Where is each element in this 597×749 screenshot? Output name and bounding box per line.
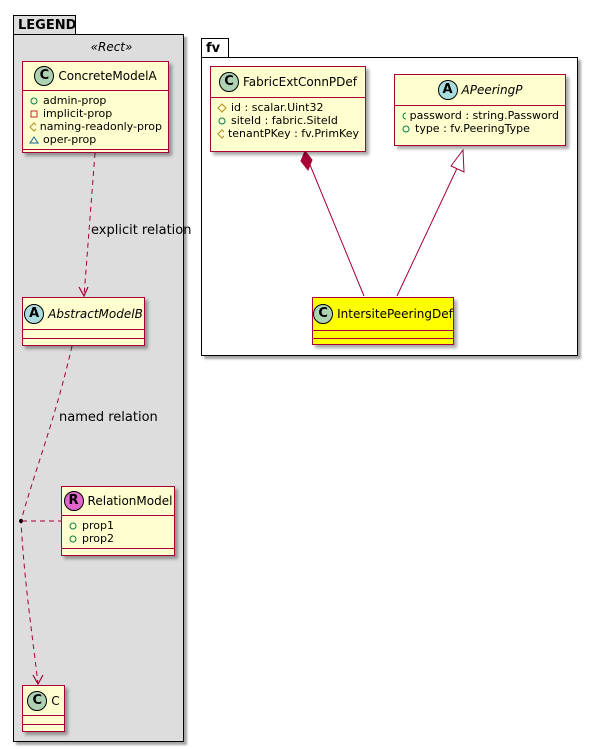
concrete-model-a-class[interactable]: C ConcreteModelA admin-prop implicit-pro… <box>22 61 169 153</box>
class-name: IntersitePeeringDef <box>337 307 453 321</box>
attribute-row: type : fv.PeeringType <box>401 122 559 135</box>
fv-package-tab: fv <box>201 38 229 58</box>
class-c[interactable]: C C <box>22 685 65 732</box>
class-name: APeeringP <box>461 83 523 97</box>
attribute-text: siteId : fabric.SiteId <box>231 114 338 127</box>
legend-package-tab: LEGEND <box>13 15 76 35</box>
class-icon: C <box>218 72 239 92</box>
composition-edge <box>307 159 365 297</box>
association-point <box>19 519 23 523</box>
intersite-peering-def-class[interactable]: C IntersitePeeringDef <box>312 297 454 345</box>
attribute-text: prop2 <box>82 532 114 545</box>
attribute-row: password : string.Password <box>401 109 559 122</box>
explicit-relation-arrowhead <box>78 286 89 298</box>
class-icon: C <box>27 690 48 711</box>
attribute-row: implicit-prop <box>29 107 162 120</box>
attribute-row: admin-prop <box>29 94 162 107</box>
attribute-text: tenantPKey : fv.PrimKey <box>227 127 359 140</box>
public-visibility-icon <box>30 97 38 104</box>
attribute-list: password : string.Password type : fv.Pee… <box>395 105 565 138</box>
explicit-relation-edge <box>83 152 96 297</box>
apeering-p-class[interactable]: A APeeringP password : string.Password t… <box>394 74 566 146</box>
attribute-row: id : scalar.Uint32 <box>217 101 359 114</box>
attribute-row: prop1 <box>68 519 168 532</box>
abstract-class-icon: A <box>437 80 458 100</box>
attribute-text: type : fv.PeeringType <box>415 122 530 135</box>
attribute-row: siteId : fabric.SiteId <box>217 114 359 127</box>
class-name: RelationModel <box>87 494 173 508</box>
attribute-list: prop1 prop2 <box>62 515 174 548</box>
private-visibility-icon <box>30 110 38 117</box>
named-relation-arrowhead <box>32 674 44 686</box>
named-relation-label: named relation <box>59 410 158 425</box>
attribute-text: id : scalar.Uint32 <box>231 101 324 114</box>
composition-diamond <box>300 150 313 171</box>
protected-visibility-icon <box>217 128 224 139</box>
public-visibility-icon <box>402 112 406 119</box>
relation-model-class[interactable]: R RelationModel prop1 prop2 <box>61 486 175 556</box>
abstract-class-icon: A <box>24 303 45 324</box>
protected-visibility-icon <box>29 121 36 132</box>
attribute-row: naming-readonly-prop <box>29 120 162 133</box>
package-visibility-icon <box>29 135 39 143</box>
relation-class-icon: R <box>63 491 84 511</box>
attribute-row: oper-prop <box>29 133 162 146</box>
attribute-row: prop2 <box>68 532 168 545</box>
abstract-model-b-class[interactable]: A AbstractModelB <box>22 297 145 346</box>
attribute-text: naming-readonly-prop <box>39 120 162 133</box>
class-icon: C <box>34 66 55 86</box>
class-name: FabricExtConnPDef <box>242 75 358 89</box>
class-icon: C <box>313 304 334 324</box>
attribute-text: implicit-prop <box>43 107 113 120</box>
explicit-relation-label: explicit relation <box>91 223 191 238</box>
public-visibility-icon <box>218 117 226 124</box>
attribute-list: admin-prop implicit-prop naming-readonly… <box>23 90 168 149</box>
protected-visibility-icon <box>217 102 227 113</box>
inheritance-triangle <box>450 148 465 173</box>
attribute-list: id : scalar.Uint32 siteId : fabric.SiteI… <box>211 97 365 143</box>
class-name: ConcreteModelA <box>58 69 157 83</box>
public-visibility-icon <box>402 125 410 132</box>
public-visibility-icon <box>69 522 77 529</box>
public-visibility-icon <box>69 535 77 542</box>
fv-package-title: fv <box>206 41 221 56</box>
class-name: C <box>51 693 60 708</box>
fabric-ext-conn-p-def-class[interactable]: C FabricExtConnPDef id : scalar.Uint32 s… <box>210 66 366 152</box>
legend-stereotype: «Rect» <box>90 40 133 54</box>
attribute-text: prop1 <box>82 519 114 532</box>
inheritance-edge <box>396 163 460 297</box>
attribute-text: password : string.Password <box>409 109 559 122</box>
attribute-row: tenantPKey : fv.PrimKey <box>217 127 359 140</box>
attribute-text: oper-prop <box>43 133 97 146</box>
legend-package-title: LEGEND <box>18 18 77 33</box>
class-name: AbstractModelB <box>48 306 143 321</box>
attribute-text: admin-prop <box>43 94 107 107</box>
